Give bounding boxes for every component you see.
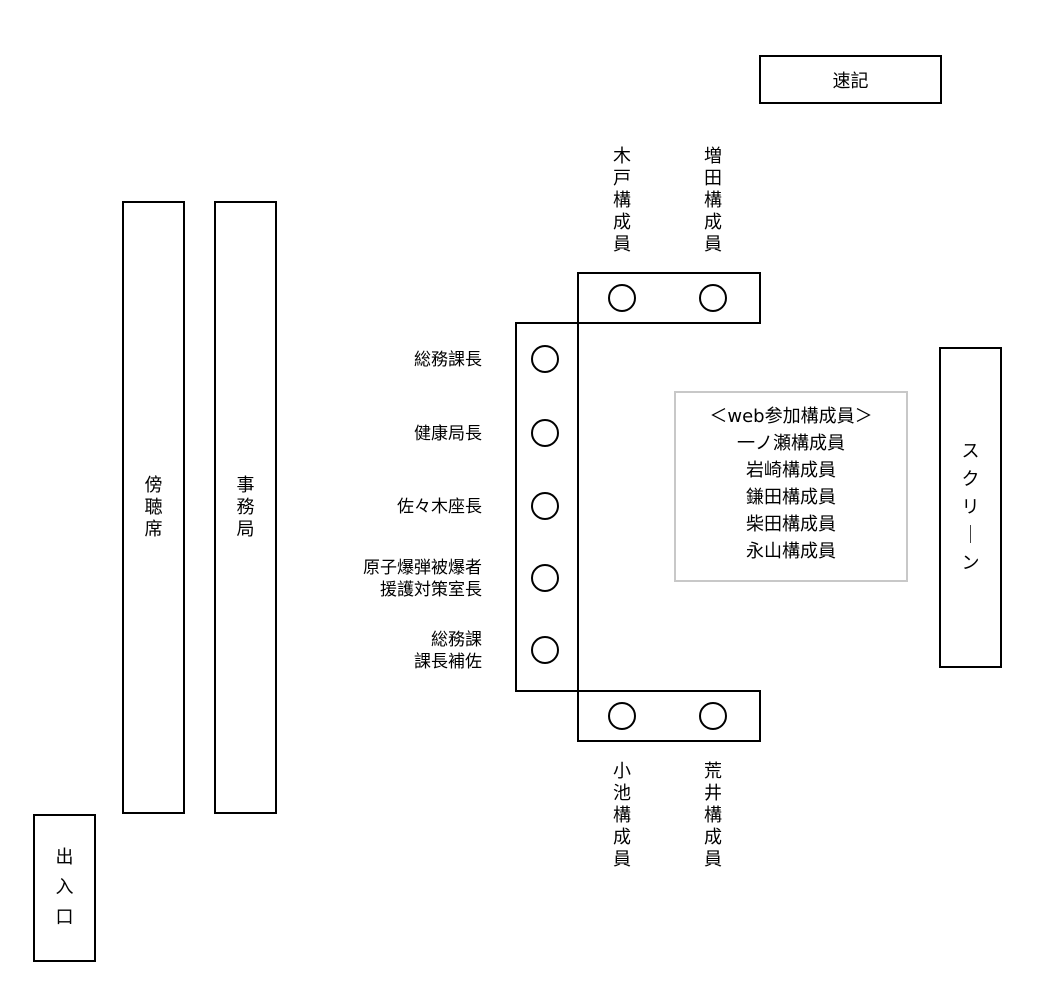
vertical-char: 構	[613, 190, 631, 211]
member-label-bottom-left: 小池構成員	[611, 761, 633, 871]
web-participant-name: 柴田構成員	[746, 514, 836, 535]
vertical-char: 田	[704, 168, 722, 189]
vertical-char: 員	[613, 849, 631, 870]
vertical-char: 構	[613, 805, 631, 826]
vertical-char: 小	[613, 761, 631, 782]
web-participants-box: ＜web参加構成員＞ 一ノ瀬構成員 岩崎構成員 鎌田構成員 柴田構成員 永山構成…	[674, 391, 908, 582]
member-label-top-left: 木戸構成員	[611, 146, 633, 256]
table-top-row	[577, 272, 761, 324]
seat-bottom-right	[699, 702, 727, 730]
stenography-box: 速記	[759, 55, 942, 104]
table-bottom-row	[577, 690, 761, 742]
vertical-char: 口	[55, 907, 74, 928]
seat-label-atomic-bomb-office-director: 原子爆弾被爆者 援護対策室長	[363, 558, 482, 600]
seat-label-health-bureau-director: 健康局長	[414, 424, 482, 444]
member-label-bottom-right: 荒井構成員	[702, 761, 724, 871]
vertical-char: 構	[704, 805, 722, 826]
secretariat-label: 事務局	[237, 475, 255, 541]
entrance-label: 出入口	[56, 843, 74, 933]
member-label-top-right: 増田構成員	[702, 146, 724, 256]
screen-label: スクリ ｜ ン	[962, 438, 980, 578]
vertical-char: ン	[961, 552, 980, 574]
vertical-char: 荒	[704, 761, 722, 782]
seat-top-left	[608, 284, 636, 312]
web-participant-name: 岩崎構成員	[746, 460, 836, 481]
seat-label-chair: 佐々木座長	[397, 497, 482, 517]
vertical-char: ス	[961, 440, 980, 462]
seat-label-general-affairs-director: 総務課長	[414, 350, 482, 370]
vertical-char: 務	[236, 496, 255, 518]
vertical-char: ク	[961, 468, 980, 490]
screen-box: スクリ ｜ ン	[939, 347, 1002, 668]
vertical-char: 井	[704, 783, 722, 804]
vertical-char: 員	[613, 234, 631, 255]
vertical-char: 局	[236, 518, 255, 540]
vertical-char: 席	[144, 518, 163, 540]
vertical-char: リ	[961, 496, 980, 518]
gallery-box: 傍聴席	[122, 201, 185, 814]
web-participant-name: 永山構成員	[746, 541, 836, 562]
web-participant-name: 一ノ瀬構成員	[737, 433, 845, 454]
vertical-char: 構	[704, 190, 722, 211]
seat-left-2	[531, 419, 559, 447]
vertical-char: 成	[704, 212, 722, 233]
web-participant-name: 鎌田構成員	[746, 487, 836, 508]
seat-left-4	[531, 564, 559, 592]
secretariat-box: 事務局	[214, 201, 277, 814]
vertical-char: 出	[55, 847, 74, 868]
vertical-char: 入	[55, 877, 74, 898]
vertical-char: 戸	[613, 168, 631, 189]
vertical-char: 池	[613, 783, 631, 804]
vertical-char: 成	[613, 212, 631, 233]
vertical-char: ｜	[961, 524, 980, 546]
seat-top-right	[699, 284, 727, 312]
gallery-label: 傍聴席	[145, 475, 163, 541]
vertical-char: 聴	[144, 496, 163, 518]
entrance-box: 出入口	[33, 814, 96, 962]
vertical-char: 員	[704, 849, 722, 870]
seat-bottom-left	[608, 702, 636, 730]
stenography-label: 速記	[832, 70, 869, 92]
vertical-char: 傍	[144, 474, 163, 496]
vertical-char: 成	[704, 827, 722, 848]
web-participants-heading: ＜web参加構成員＞	[709, 406, 873, 427]
seat-left-5	[531, 636, 559, 664]
seat-left-1	[531, 345, 559, 373]
seat-left-3	[531, 492, 559, 520]
vertical-char: 木	[613, 146, 631, 167]
vertical-char: 成	[613, 827, 631, 848]
seat-label-assistant-director: 総務課 課長補佐	[414, 630, 482, 672]
vertical-char: 員	[704, 234, 722, 255]
vertical-char: 増	[704, 146, 722, 167]
vertical-char: 事	[236, 474, 255, 496]
